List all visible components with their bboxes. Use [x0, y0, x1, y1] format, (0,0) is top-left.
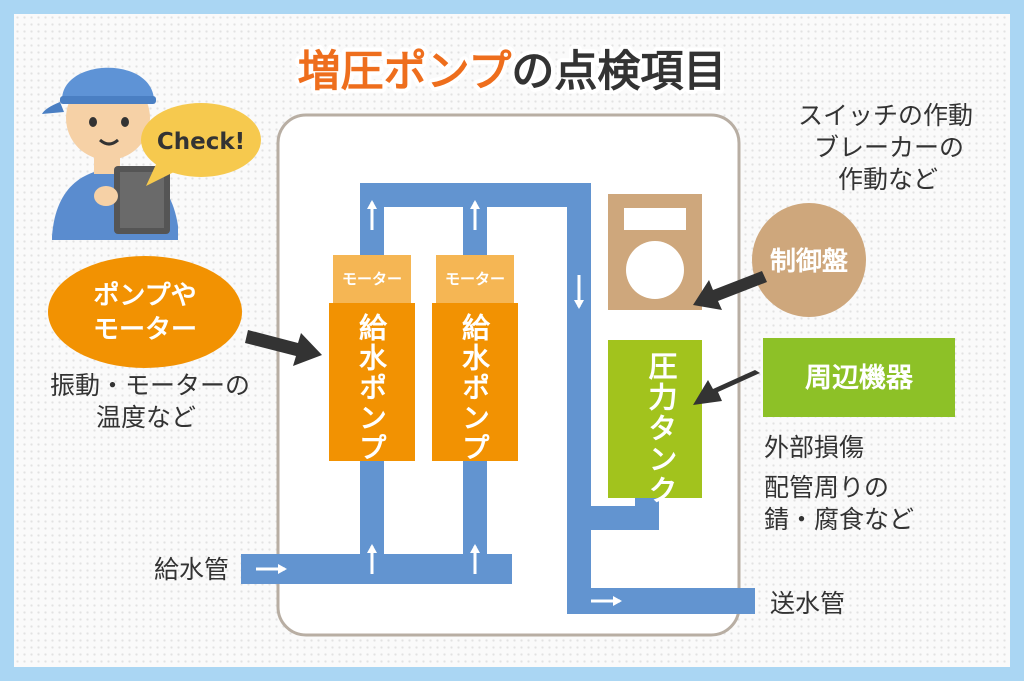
title-rest: の点検項目 [511, 47, 726, 97]
gauge-icon [608, 194, 702, 310]
arrow-icon [693, 370, 760, 405]
motor-block [436, 255, 514, 303]
pump-motor-badge [48, 256, 242, 368]
peripheral-note-2: 配管周りの [764, 473, 890, 502]
control-note-1: スイッチの作動 [798, 101, 974, 130]
outlet-pipe-label: 送水管 [770, 589, 846, 618]
pointer-arrows [245, 271, 767, 405]
pump-note-2: 温度など [96, 403, 197, 432]
pump-1-label: 給水ポンプ [355, 313, 388, 463]
pump-body [329, 303, 415, 461]
peripheral-note-1: 外部損傷 [764, 433, 865, 462]
pump-body [432, 303, 518, 461]
pressure-tank-label: 圧力タンク [644, 351, 678, 506]
speech-text: Check! [157, 129, 245, 155]
arrow-icon [693, 271, 767, 310]
arrow-icon [245, 330, 322, 366]
motor-label: モーター [342, 270, 402, 288]
pump-2: モーター [432, 255, 518, 461]
flow-arrows [256, 200, 622, 606]
peripheral-note-3: 錆・腐食など [764, 505, 915, 534]
title-highlight: 増圧ポンプ [298, 47, 512, 97]
svg-text:増圧ポンプの点検項目: 増圧ポンプの点検項目 [298, 47, 727, 97]
pump-2-label: 給水ポンプ [458, 313, 491, 463]
tank-connector-pipe [635, 495, 659, 530]
motor-label: モーター [445, 270, 505, 288]
control-panel-badge [752, 203, 866, 317]
control-note-2: ブレーカーの [814, 133, 965, 162]
motor-block [333, 255, 411, 303]
speech-bubble-icon: Check! [141, 103, 261, 186]
inlet-pipe-label: 給水管 [154, 555, 230, 584]
pump-1: モーター [329, 255, 415, 461]
control-note-3: 作動など [838, 165, 939, 194]
worker-icon [42, 67, 178, 240]
pressure-tank [608, 340, 702, 498]
downcomer-pipe [567, 183, 591, 613]
pump-motor-label-1: ポンプや [93, 280, 196, 311]
peripheral-label: 周辺機器 [805, 363, 914, 394]
page-title: 増圧ポンプの点検項目 [294, 43, 731, 101]
pump-motor-label-2: モーター [93, 315, 197, 345]
pump-note-1: 振動・モーターの [50, 371, 251, 400]
control-panel-label: 制御盤 [770, 246, 849, 277]
peripheral-badge [763, 338, 955, 417]
